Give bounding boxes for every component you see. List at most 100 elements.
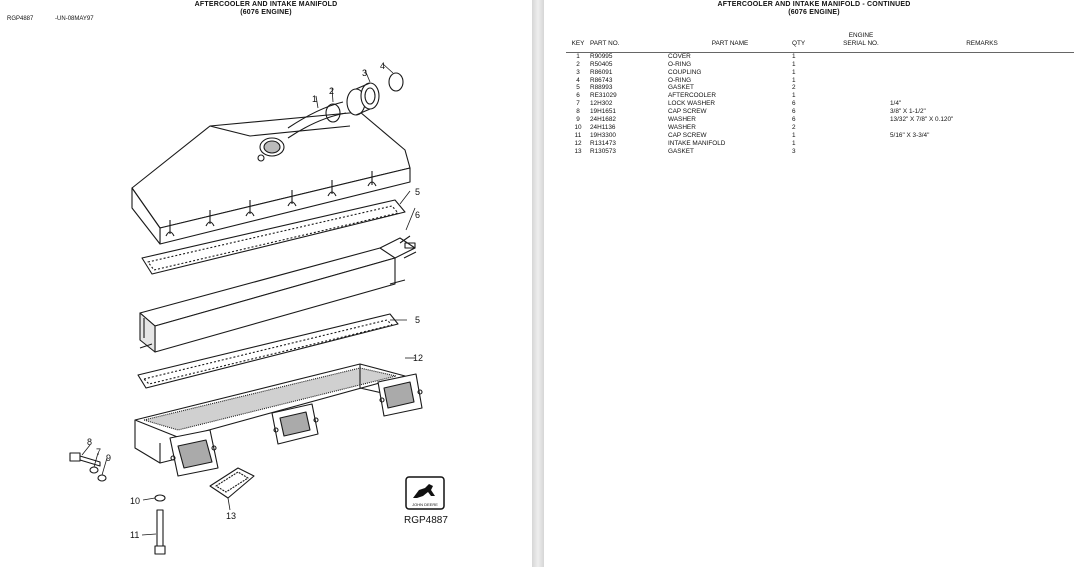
row-part-no: R130573: [590, 147, 616, 155]
row-part-name: INTAKE MANIFOLD: [668, 139, 726, 147]
row-serial: [832, 132, 890, 140]
row-qty: 3: [792, 147, 796, 155]
table-row: 10 24H1136 WASHER 2: [566, 124, 1074, 132]
coupling-part: [346, 82, 380, 116]
row-key: 8: [576, 108, 580, 116]
row-remarks: 3/8" X 1-1/2": [890, 108, 926, 116]
cover-part: [131, 101, 411, 245]
header-remarks: REMARKS: [890, 32, 1074, 53]
callout-11: 11: [130, 530, 139, 540]
row-qty: 1: [792, 139, 796, 147]
row-serial: [832, 61, 890, 69]
row-qty: 1: [792, 76, 796, 84]
row-remarks: [890, 77, 1074, 85]
row-part-no: R88993: [590, 84, 613, 92]
row-part-name: COVER: [668, 52, 691, 60]
row-serial: [832, 92, 890, 100]
intake-manifold-part: [134, 363, 423, 477]
row-serial: [832, 77, 890, 85]
row-key: 10: [574, 123, 582, 131]
callout-1: 1: [312, 94, 317, 104]
row-part-no: R90995: [590, 52, 613, 60]
row-serial: [832, 100, 890, 108]
row-part-no: 19H1651: [590, 108, 616, 116]
callout-6: 6: [415, 210, 420, 220]
row-part-no: R86743: [590, 76, 613, 84]
row-remarks: [890, 140, 1074, 148]
row-qty: 1: [792, 92, 796, 100]
o-ring-2-part: [325, 103, 341, 123]
row-part-no: 24H1682: [590, 116, 616, 124]
row-serial: [832, 140, 890, 148]
row-part-no: 24H1136: [590, 123, 616, 131]
row-part-no: R131473: [590, 139, 616, 147]
row-remarks: [890, 84, 1074, 92]
parts-table-header-row: KEY PART NO. PART NAME QTY ENGINE SERIAL…: [566, 32, 1074, 53]
right-page: AFTERCOOLER AND INTAKE MANIFOLD - CONTIN…: [544, 0, 1084, 567]
row-part-name: GASKET: [668, 84, 694, 92]
row-serial: [832, 69, 890, 77]
row-serial: [832, 116, 890, 124]
row-serial: [832, 52, 890, 60]
figure-code: RGP4887: [404, 515, 448, 526]
row-qty: 1: [792, 60, 796, 68]
row-part-name: AFTERCOOLER: [668, 92, 716, 100]
aftercooler-part: [139, 235, 417, 353]
callout-3: 3: [362, 68, 367, 78]
parts-table: KEY PART NO. PART NAME QTY ENGINE SERIAL…: [566, 32, 1074, 156]
row-part-name: O-RING: [668, 60, 692, 68]
callout-13: 13: [226, 511, 236, 521]
row-remarks: [890, 124, 1074, 132]
header-key: KEY: [566, 32, 590, 53]
cap-screw-11-part: [154, 509, 166, 555]
callout-7: 7: [96, 447, 101, 457]
row-key: 13: [574, 147, 582, 155]
row-part-no: 19H3300: [590, 131, 616, 139]
row-remarks: [890, 52, 1074, 60]
header-serial-top: ENGINE: [848, 32, 874, 39]
row-qty: 2: [792, 123, 796, 131]
row-key: 7: [576, 100, 580, 108]
header-serial-bottom: SERIAL NO.: [843, 39, 879, 47]
row-part-name: GASKET: [668, 147, 694, 155]
row-key: 3: [576, 68, 580, 76]
callout-5-lower: 5: [415, 315, 420, 325]
john-deere-logo-icon: JOHN DEERE: [405, 476, 445, 510]
figure-ref-code: RGP4887: [7, 16, 34, 22]
row-remarks: 13/32" X 7/8" X 0.120": [890, 116, 954, 124]
row-key: 5: [576, 84, 580, 92]
gasket-upper-part: [141, 199, 406, 275]
row-remarks: 1/4": [890, 100, 902, 108]
gasket-13-part: [209, 467, 255, 499]
row-qty: 1: [792, 52, 796, 60]
callout-8: 8: [87, 437, 92, 447]
callout-9: 9: [106, 453, 111, 463]
row-key: 2: [576, 60, 580, 68]
o-ring-4-part: [388, 72, 404, 92]
header-serial: ENGINE SERIAL NO.: [832, 32, 890, 53]
row-qty: 6: [792, 100, 796, 108]
row-part-no: 12H302: [590, 100, 613, 108]
table-row: 13 R130573 GASKET 3: [566, 148, 1074, 156]
row-serial: [832, 124, 890, 132]
row-part-name: O-RING: [668, 76, 692, 84]
row-key: 12: [574, 139, 582, 147]
row-part-name: COUPLING: [668, 68, 702, 76]
exploded-parts-diagram: 1 2 3 4 5 6 5 12 8 7 9 10 13 11: [69, 61, 423, 555]
right-subtitle: (6076 ENGINE): [788, 9, 840, 16]
washer-10-part: [154, 494, 166, 502]
figure-ref-date: -UN-08MAY97: [55, 16, 94, 22]
row-part-no: R86091: [590, 68, 613, 76]
row-remarks: 5/16" X 3-3/4": [890, 131, 930, 139]
row-part-name: CAP SCREW: [668, 131, 707, 139]
row-part-name: WASHER: [668, 123, 696, 131]
callout-12: 12: [413, 353, 423, 363]
